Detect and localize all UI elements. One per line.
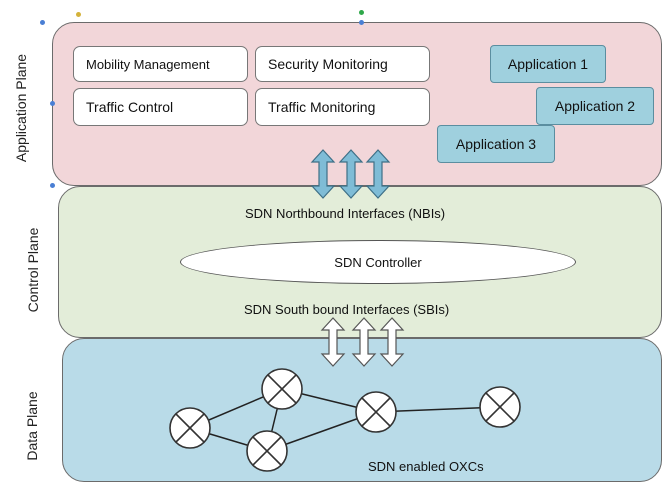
handle-dot [40,20,45,25]
handle-dot [359,10,364,15]
handle-dot [50,183,55,188]
oxc-node [355,391,397,433]
oxc-caption: SDN enabled OXCs [368,459,484,474]
application-1-box: Application 1 [490,45,606,83]
oxc-node [479,386,521,428]
application-3-box: Application 3 [437,125,555,163]
northbound-arrow [310,149,336,199]
application-2-box: Application 2 [536,87,654,125]
northbound-interfaces-label: SDN Northbound Interfaces (NBIs) [245,206,446,221]
southbound-arrow [351,317,377,367]
northbound-arrow [338,149,364,199]
handle-dot [50,101,55,106]
traffic-monitoring-box: Traffic Monitoring [255,88,430,126]
mobility-management-box: Mobility Management [73,46,248,82]
network-links [189,388,501,452]
southbound-arrow [320,317,346,367]
sdn-controller-label: SDN Controller [334,254,422,270]
oxc-node [261,368,303,410]
southbound-arrow [379,317,405,367]
oxc-node [246,430,288,472]
traffic-control-box: Traffic Control [73,88,248,126]
security-monitoring-box: Security Monitoring [255,46,430,82]
handle-dot [76,12,81,17]
northbound-arrow [365,149,391,199]
handle-dot [359,20,364,25]
southbound-interfaces-label: SDN South bound Interfaces (SBIs) [244,302,450,317]
sdn-controller-ellipse: SDN Controller [180,240,576,284]
oxc-node [169,407,211,449]
